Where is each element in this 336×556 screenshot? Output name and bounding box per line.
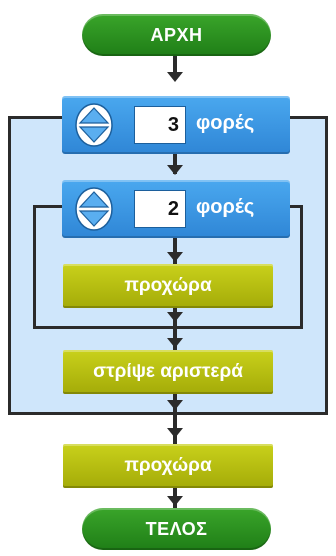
inner-repeat-stepper[interactable] xyxy=(74,186,114,232)
inner-repeat-count-field[interactable]: 2 xyxy=(134,190,186,228)
end-terminal[interactable]: ΤΕΛΟΣ xyxy=(82,508,271,550)
inner-repeat-block[interactable]: 2 φορές xyxy=(62,180,290,238)
forward-command-label: προχώρα xyxy=(124,275,212,296)
start-terminal[interactable]: ΑΡΧΗ xyxy=(82,14,271,56)
turn-left-command-label: στρίψε αριστερά xyxy=(93,361,243,382)
outer-repeat-block[interactable]: 3 φορές xyxy=(62,96,290,154)
decrease-arrow-icon xyxy=(78,210,110,227)
outer-repeat-stepper[interactable] xyxy=(74,102,114,148)
start-label: ΑΡΧΗ xyxy=(150,24,203,45)
inner-repeat-times-label: φορές xyxy=(196,196,255,218)
connector-line xyxy=(173,394,177,444)
connector-line xyxy=(173,56,177,78)
connector-arrow xyxy=(167,252,183,262)
final-forward-command-label: προχώρα xyxy=(124,455,212,476)
outer-repeat-count-field[interactable]: 3 xyxy=(134,106,186,144)
connector-line xyxy=(173,154,177,174)
connector-arrow xyxy=(167,428,183,438)
outer-repeat-count: 3 xyxy=(167,113,179,136)
decrease-arrow-icon xyxy=(78,126,110,143)
connector-arrow xyxy=(167,312,183,322)
increase-arrow-icon xyxy=(78,191,110,208)
connector-line xyxy=(173,308,177,350)
connector-arrow xyxy=(167,72,183,82)
increase-arrow-icon xyxy=(78,107,110,124)
outer-repeat-times-label: φορές xyxy=(196,112,255,134)
connector-line xyxy=(173,238,177,264)
connector-arrow xyxy=(167,400,183,410)
connector-arrow xyxy=(167,165,183,175)
final-forward-command-block[interactable]: προχώρα xyxy=(63,444,273,488)
inner-repeat-count: 2 xyxy=(167,197,179,220)
connector-arrow xyxy=(167,496,183,506)
end-label: ΤΕΛΟΣ xyxy=(145,518,208,539)
turn-left-command-block[interactable]: στρίψε αριστερά xyxy=(63,350,273,394)
forward-command-block[interactable]: προχώρα xyxy=(63,264,273,308)
connector-arrow xyxy=(167,338,183,348)
